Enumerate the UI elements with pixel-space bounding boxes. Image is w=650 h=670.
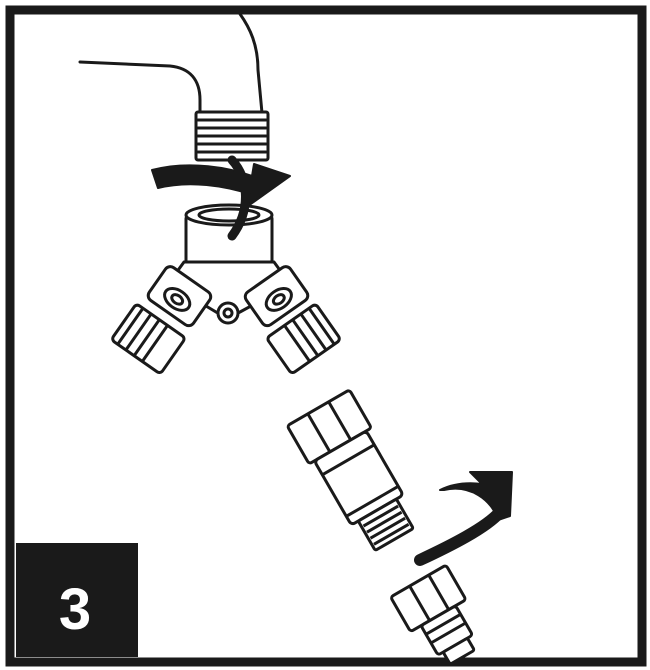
- quick-connect-adapter-icon: [287, 390, 493, 670]
- step-number-badge: 3: [16, 543, 138, 657]
- clockwise-rotation-arrow-icon: [420, 472, 512, 560]
- step-number: 3: [59, 581, 91, 639]
- faucet-spout-icon: [80, 14, 268, 160]
- y-connector-icon: [111, 205, 341, 374]
